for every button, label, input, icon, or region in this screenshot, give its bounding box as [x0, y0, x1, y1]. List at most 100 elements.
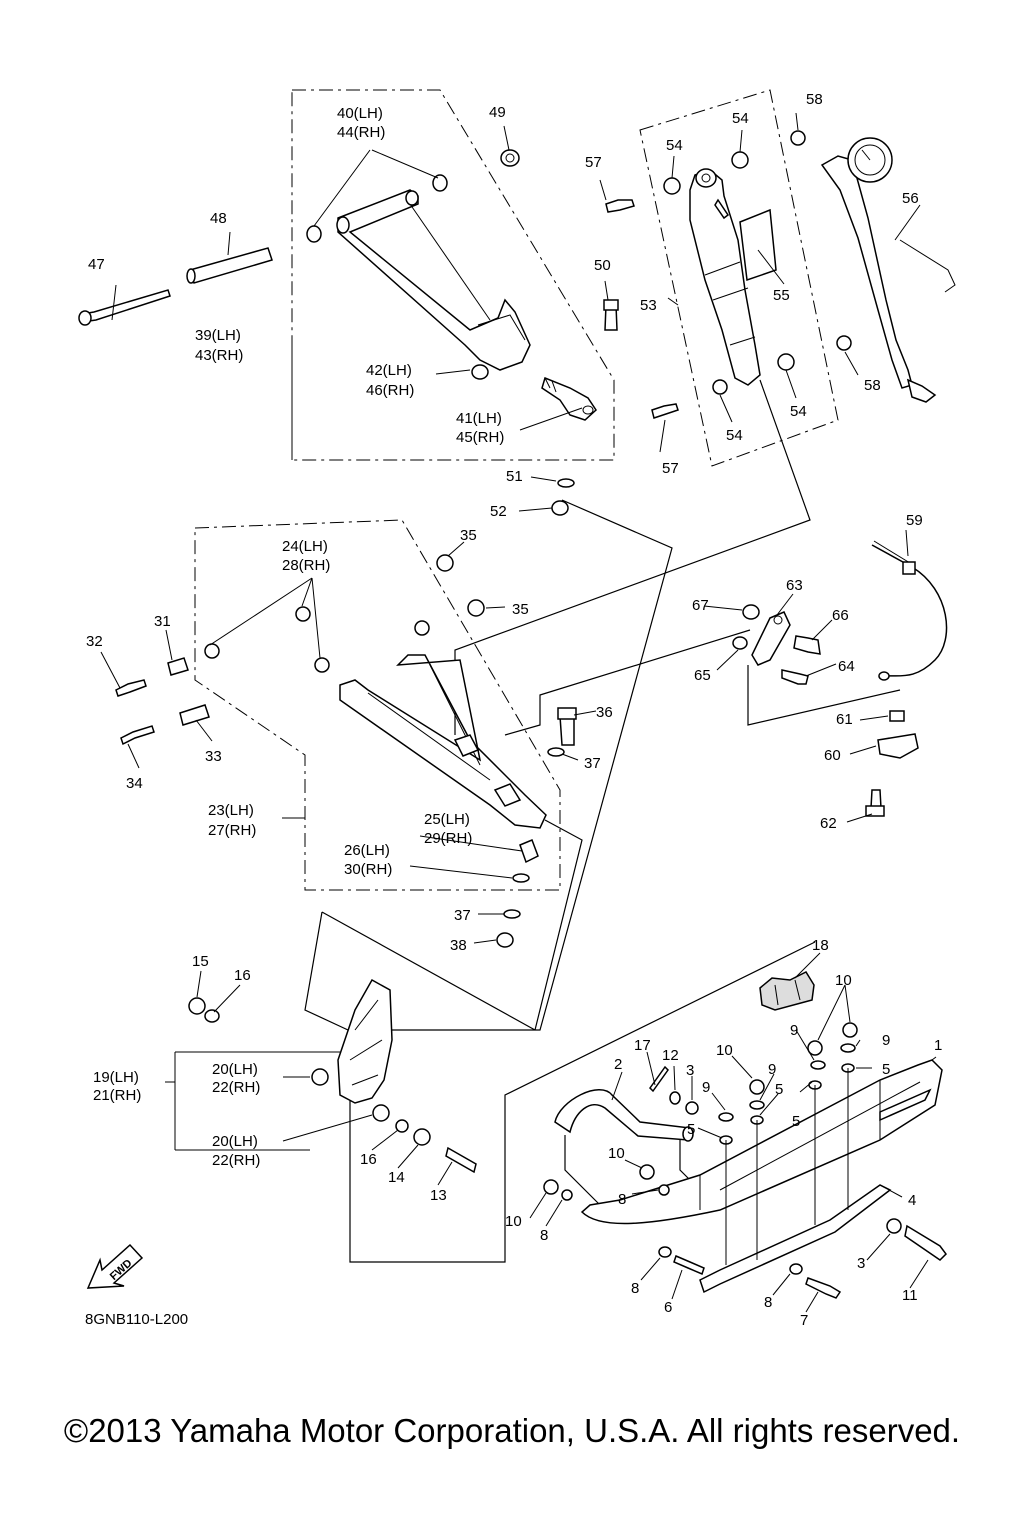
callout-61: 61: [836, 711, 853, 728]
bolt-6: [673, 1254, 705, 1276]
link-63: [751, 611, 791, 666]
nut-10-e: [842, 1022, 858, 1038]
callout-45: 45(RH): [456, 429, 504, 446]
callout-24: 24(LH): [282, 538, 328, 555]
fwd-arrow-icon: FWD: [86, 1243, 144, 1289]
copyright-notice: ©2013 Yamaha Motor Corporation, U.S.A. A…: [63, 1412, 961, 1449]
bolt-7: [805, 1277, 842, 1299]
ski-1: [580, 1059, 943, 1225]
callout-52: 52: [490, 503, 507, 520]
callout-41: 41(LH): [456, 410, 502, 427]
callout-18: 18: [812, 937, 829, 954]
collar-15: [188, 997, 206, 1015]
callout-33: 33: [205, 748, 222, 765]
upper-a-arm-assembly: [78, 149, 619, 516]
callout-23: 23(LH): [208, 802, 254, 819]
diagram-code: 8GNB110-L200: [85, 1311, 188, 1328]
washer-3-right: [886, 1218, 902, 1234]
callout-15: 15: [192, 953, 209, 970]
washer-16-lower: [395, 1119, 409, 1133]
callout-54b: 54: [732, 110, 749, 127]
bushing-20-22-upper: [311, 1068, 329, 1086]
callout-22b: 22(RH): [212, 1152, 260, 1169]
washer-37-lower: [503, 909, 521, 919]
callout-8b: 8: [618, 1191, 626, 1208]
callout-66: 66: [832, 607, 849, 624]
bracket-60: [877, 733, 919, 759]
washer-9-b: [749, 1100, 765, 1110]
washer-58-lower: [836, 335, 852, 351]
callout-20b: 20(LH): [212, 1133, 258, 1150]
nut-52: [551, 500, 569, 516]
callout-37b: 37: [454, 907, 471, 924]
callout-10d: 10: [835, 972, 852, 989]
callout-42: 42(LH): [366, 362, 412, 379]
stabilizer-link-assembly: [732, 540, 948, 817]
washer-8-b: [658, 1184, 670, 1196]
callout-10b: 10: [608, 1145, 625, 1162]
bushing-54-a: [663, 177, 681, 195]
bushing-24-28-c: [314, 657, 330, 673]
callout-5a: 5: [687, 1121, 695, 1138]
callout-39: 39(LH): [195, 327, 241, 344]
callout-58b: 58: [864, 377, 881, 394]
washer-9-d: [840, 1043, 856, 1053]
group-outlines: [194, 89, 839, 891]
nut-49: [500, 149, 520, 167]
callout-8d: 8: [764, 1294, 772, 1311]
callout-8c: 8: [631, 1280, 639, 1297]
washer-9-c: [810, 1060, 826, 1070]
callout-31: 31: [154, 613, 171, 630]
bolt-47: [81, 289, 171, 323]
callout-62: 62: [820, 815, 837, 832]
callout-5c: 5: [792, 1113, 800, 1130]
callout-63: 63: [786, 577, 803, 594]
nut-10-a: [543, 1179, 559, 1195]
spindle-assembly: [188, 978, 477, 1174]
label-sticker-55: [739, 208, 777, 282]
callout-57a: 57: [585, 154, 602, 171]
ball-joint-41-45: [541, 376, 597, 421]
callout-37a: 37: [584, 755, 601, 772]
callout-7: 7: [800, 1312, 808, 1329]
callout-65: 65: [694, 667, 711, 684]
callout-27: 27(RH): [208, 822, 256, 839]
callout-35a: 35: [460, 527, 477, 544]
nut-38: [496, 932, 514, 948]
bolt-34: [120, 725, 155, 746]
bolt-32: [115, 679, 147, 697]
callout-46: 46(RH): [366, 382, 414, 399]
callout-11: 11: [902, 1287, 918, 1304]
callout-19: 19(LH): [93, 1069, 139, 1086]
callout-13: 13: [430, 1187, 447, 1204]
callout-36: 36: [596, 704, 613, 721]
callout-30: 30(RH): [344, 861, 392, 878]
callout-16a: 16: [234, 967, 251, 984]
shock-group-outline: [639, 89, 839, 467]
washer-8-c: [658, 1246, 672, 1258]
washer-16-upper: [204, 1009, 220, 1023]
washer-8-a: [561, 1189, 573, 1201]
callout-16b: 16: [360, 1151, 377, 1168]
shaft-13: [445, 1146, 477, 1174]
callout-20a: 20(LH): [212, 1061, 258, 1078]
callout-26: 26(LH): [344, 842, 390, 859]
callout-54d: 54: [790, 403, 807, 420]
callout-22a: 22(RH): [212, 1079, 260, 1096]
callout-2: 2: [614, 1056, 622, 1073]
lower-arm-group-outline: [194, 519, 561, 891]
callout-64: 64: [838, 658, 855, 675]
boot-26-30: [512, 873, 530, 883]
callout-5b: 5: [775, 1081, 783, 1098]
collar-31: [167, 657, 189, 676]
callout-57b: 57: [662, 460, 679, 477]
bushing-24-28-b: [295, 606, 311, 622]
ski-assembly: [543, 971, 947, 1299]
callout-9c: 9: [790, 1022, 798, 1039]
callout-58a: 58: [806, 91, 823, 108]
washer-9-a: [718, 1112, 734, 1122]
bolt-66: [793, 635, 821, 655]
callout-38: 38: [450, 937, 467, 954]
bolt-36: [559, 715, 575, 746]
washer-3-left: [685, 1101, 699, 1115]
